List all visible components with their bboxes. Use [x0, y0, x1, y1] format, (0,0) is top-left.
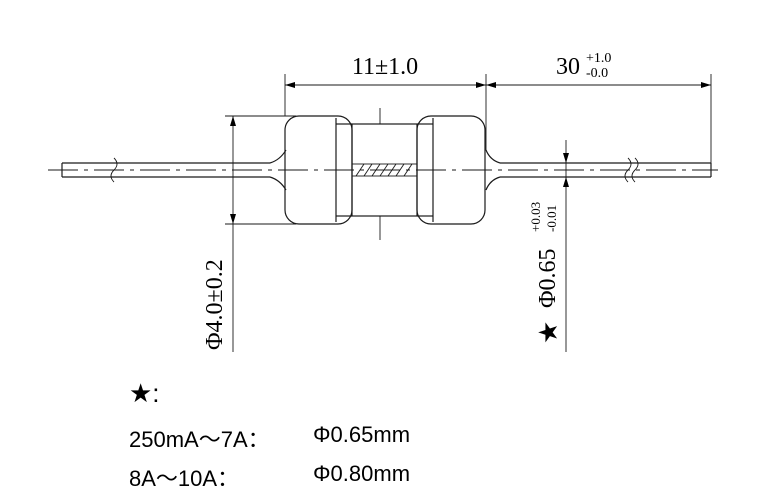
right-break-mark-2 — [631, 157, 639, 183]
left-break-mark — [110, 157, 118, 183]
lead-diameter-nominal: Φ0.65 — [535, 248, 561, 308]
fuse-element — [351, 163, 418, 177]
lead-diameter-tol-plus: +0.03 — [528, 202, 543, 232]
right-lead — [485, 149, 712, 191]
legend-heading: ★: — [129, 378, 160, 408]
body-diameter-dimension: Φ4.0±0.2 — [202, 115, 296, 352]
body-diameter-label: Φ4.0±0.2 — [202, 259, 228, 350]
legend-row-range: 8A～10A： — [129, 466, 240, 491]
lead-length-dimension: 30 +1.0 -0.0 — [486, 51, 712, 163]
right-break-mark-1 — [624, 157, 632, 183]
star-mark: ★ — [534, 321, 563, 344]
lead-diameter-dimension: ★ Φ0.65 +0.03 -0.01 — [528, 140, 590, 352]
lead-length-tol-minus: -0.0 — [586, 66, 608, 81]
body-length-dimension: 11±1.0 — [284, 54, 487, 150]
left-lead — [61, 149, 287, 191]
lead-length-tol-plus: +1.0 — [586, 51, 611, 66]
legend-row-range: 250mA～7A： — [129, 427, 270, 452]
legend-row-diameter: Φ0.80mm — [313, 461, 411, 486]
legend-row-diameter: Φ0.65mm — [313, 422, 411, 447]
lead-diameter-tol-minus: -0.01 — [544, 205, 559, 232]
body-length-label: 11±1.0 — [352, 54, 418, 80]
fuse-body — [284, 108, 486, 240]
lead-length-nominal: 30 — [556, 54, 580, 80]
